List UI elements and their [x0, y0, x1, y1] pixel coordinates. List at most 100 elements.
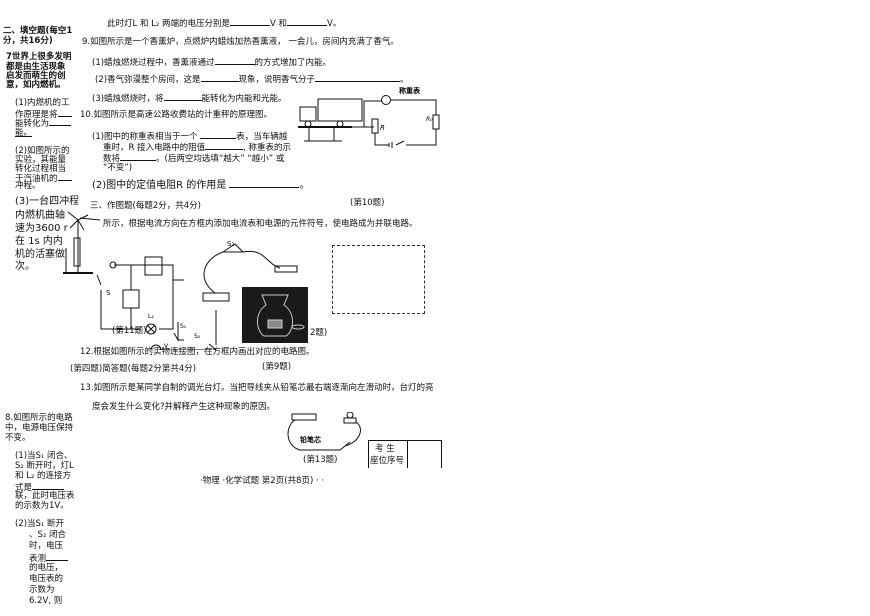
q8-p2: 时，电压 [29, 541, 64, 551]
text: (2)香气弥漫整个房间，这是 [95, 75, 201, 85]
q7-stem: 启发而萌生的创 [6, 71, 66, 81]
q7-p3: 次。 [15, 261, 35, 272]
text: 数将 [103, 154, 121, 164]
q12-caption: 2题) [310, 328, 328, 338]
q10-p2: (2)图中的定值电阻R 的作用是 。 [92, 180, 310, 191]
q8-p1: 的示数为1V。 [15, 501, 69, 511]
q10-p1: 数将 。(后两空均选填“越大” “越小” 或 [103, 152, 284, 164]
section4-title: (第四题)简答题(每题2分第共4分) [70, 364, 196, 374]
q12-drawing-box [332, 245, 425, 314]
text: 式是 [15, 483, 33, 493]
q8-p1: 式是 [15, 481, 65, 493]
text: 能转化为 [15, 119, 50, 129]
r0-label: R₀ [426, 116, 433, 123]
q8-p2: 表测 [29, 552, 69, 564]
q8-continuation: 此时灯L 和 L₂ 两端的电压分别是 V 和 V。 [107, 17, 341, 29]
s2-label: S₂ [194, 333, 201, 340]
q8-p2: 示数为 [29, 585, 55, 595]
text: 能转化为内能和光能。 [201, 94, 287, 104]
text: 表，当车辆越 [236, 132, 288, 142]
q8-stem: 不变。 [5, 433, 31, 443]
q10-p1: (1)图中的称重表相当于一个 表，当车辆越 [92, 130, 287, 142]
text: (3)蜡烛燃烧时，将 [92, 94, 164, 104]
q11-caption: (第11题) [112, 326, 147, 336]
text: 现象，说明香气分子 [238, 75, 316, 85]
text: (1)蜡烛燃烧过程中，香薰液通过 [92, 58, 215, 68]
q11-stem: 所示，根据电流方向在方框内添加电流表和电源的元件符号，使电路成为并联电路。 [103, 219, 418, 229]
q7-p1: (1)内燃机的工 [15, 98, 70, 108]
s1-label: S₁ [180, 323, 187, 330]
seat-label: 座位序号 [370, 456, 405, 466]
q13-caption: (第13题) [303, 455, 338, 465]
q9-caption: (第9题) [262, 362, 292, 372]
q10-p1: 重时，R 接入电路中的阻值 , 称重表的示 [103, 141, 291, 153]
aroma-burner-icon [257, 294, 305, 337]
text: (第四题) [70, 364, 103, 374]
text: 表测 [29, 554, 47, 564]
q7-p2: 实验，其能量 [15, 155, 67, 165]
text: 重时，R 接入电路中的阻值 [103, 143, 206, 153]
switch-s-label: S [106, 289, 111, 297]
aroma-burner-photo [242, 287, 308, 343]
q10-caption: (第10题) [350, 198, 385, 208]
section2-title: 二、填空题(每空1 [3, 26, 73, 36]
text: (2)图中的定值电阻R 的作用是 [92, 180, 227, 191]
q8-p2: 电压表的 [29, 574, 64, 584]
pencil-lead-label: 铅笔芯 [300, 435, 321, 444]
text: (1)图中的称重表相当于一个 [92, 132, 198, 142]
text: 此时灯L 和 L₂ 两端的电压分别是 [107, 19, 230, 29]
q9-p1: (1)蜡烛燃烧过程中，香薰液通过 的方式增加了内能。 [92, 56, 331, 68]
text: 作原理是将 [15, 110, 58, 120]
pinwheel-experiment-image [63, 211, 101, 274]
q7-p2: 于汽油机的 [15, 172, 72, 184]
q10-stem: 10.如图所示是高速公路收费站的计重秤的原理图。 [80, 110, 273, 120]
q8-p1: 联，此时电压表 [15, 491, 75, 501]
section2-title: 分，共16分) [3, 36, 53, 46]
q12-physical-circuit-image: S₂ [202, 240, 298, 302]
section3-title: 三、作图题(每题2分，共4分) [90, 201, 201, 211]
page-footer: ·物理 ·化学试题 第2页(共8页) · · [200, 476, 325, 486]
q12-stem: 12.根据如图所示的实物连接图，在方框内画出对应的电路图。 [80, 347, 315, 357]
q7-p2: 转化过程相当 [15, 164, 67, 174]
r-label: R [380, 124, 385, 132]
q7-p1: 能转化为 [15, 117, 72, 129]
q9-p2: (2)香气弥漫整个房间，这是现象，说明香气分子。 [95, 75, 409, 85]
q7-p3: 在 1s 内内 [15, 236, 63, 247]
q8-p2: 的电压， [29, 563, 64, 573]
q8-stem: 8.如图所示的电路 [5, 413, 73, 423]
l2-label: L₂ [148, 313, 154, 320]
text: 。(后两空均选填“越大” “越小” 或 [156, 154, 285, 164]
seat-label: 考 生 [375, 444, 395, 454]
text: , 称重表的示 [243, 143, 292, 153]
q7-p1: 能。 [15, 128, 33, 138]
q7-stem: 7世界上很多发明 [6, 52, 72, 62]
q8-p2: 、S₂ 闭合 [29, 530, 67, 540]
text: V 和 [270, 19, 288, 29]
text: 简答题(每题2分第共4分) [102, 364, 197, 374]
q7-p2: (2)如图所示的 [15, 146, 70, 156]
q10-weighbridge-diagram: 称重表 R R₀ [298, 86, 440, 148]
meter-label: 称重表 [399, 86, 421, 95]
q7-p3: 速为3600 r [15, 223, 68, 234]
q8-p1: 和 L₂ 的连接方 [15, 471, 72, 481]
voltmeter-label: V [164, 343, 169, 350]
q13-stem: 度会发生什么变化?并解释产生这种现象的原因。 [92, 402, 276, 412]
text: V。 [327, 19, 342, 29]
q13-stem: 13.如图所示是某同学自制的调光台灯。当把导线夹从铅笔芯最右端逐渐向左滑动时，台… [80, 383, 434, 393]
q10-p1: “不变”) [103, 163, 133, 173]
q13-dimmer-lamp-diagram: 铅笔芯 [287, 412, 361, 451]
q7-p3: 内燃机曲轴 [15, 210, 65, 221]
s2-label: S₂ [227, 240, 234, 248]
q8-p1: (1)当S₁ 闭合、 [15, 451, 73, 461]
q9-stem: 9.如图所示是一个香薰炉，点燃炉内蜡烛加热香薰液， 一会儿，房间内充满了香气。 [82, 37, 399, 47]
text: 于汽油机的 [15, 174, 58, 184]
q7-stem: 意，如内燃机。 [6, 80, 66, 90]
q8-p1: S₂ 断开时，灯L [15, 461, 74, 471]
q9-p3: (3)蜡烛燃烧时，将 能转化为内能和光能。 [92, 92, 287, 104]
q8-p2: 6.2V, 则 [29, 596, 63, 606]
q7-stem: 都是由生活现象 [6, 62, 66, 72]
text: 的方式增加了内能。 [254, 58, 332, 68]
seat-number-table: 考 生 座位序号 [368, 440, 442, 468]
q8-stem: 中，电源电压保持 [5, 423, 74, 433]
q7-p1: 作原理是将 [15, 108, 72, 120]
